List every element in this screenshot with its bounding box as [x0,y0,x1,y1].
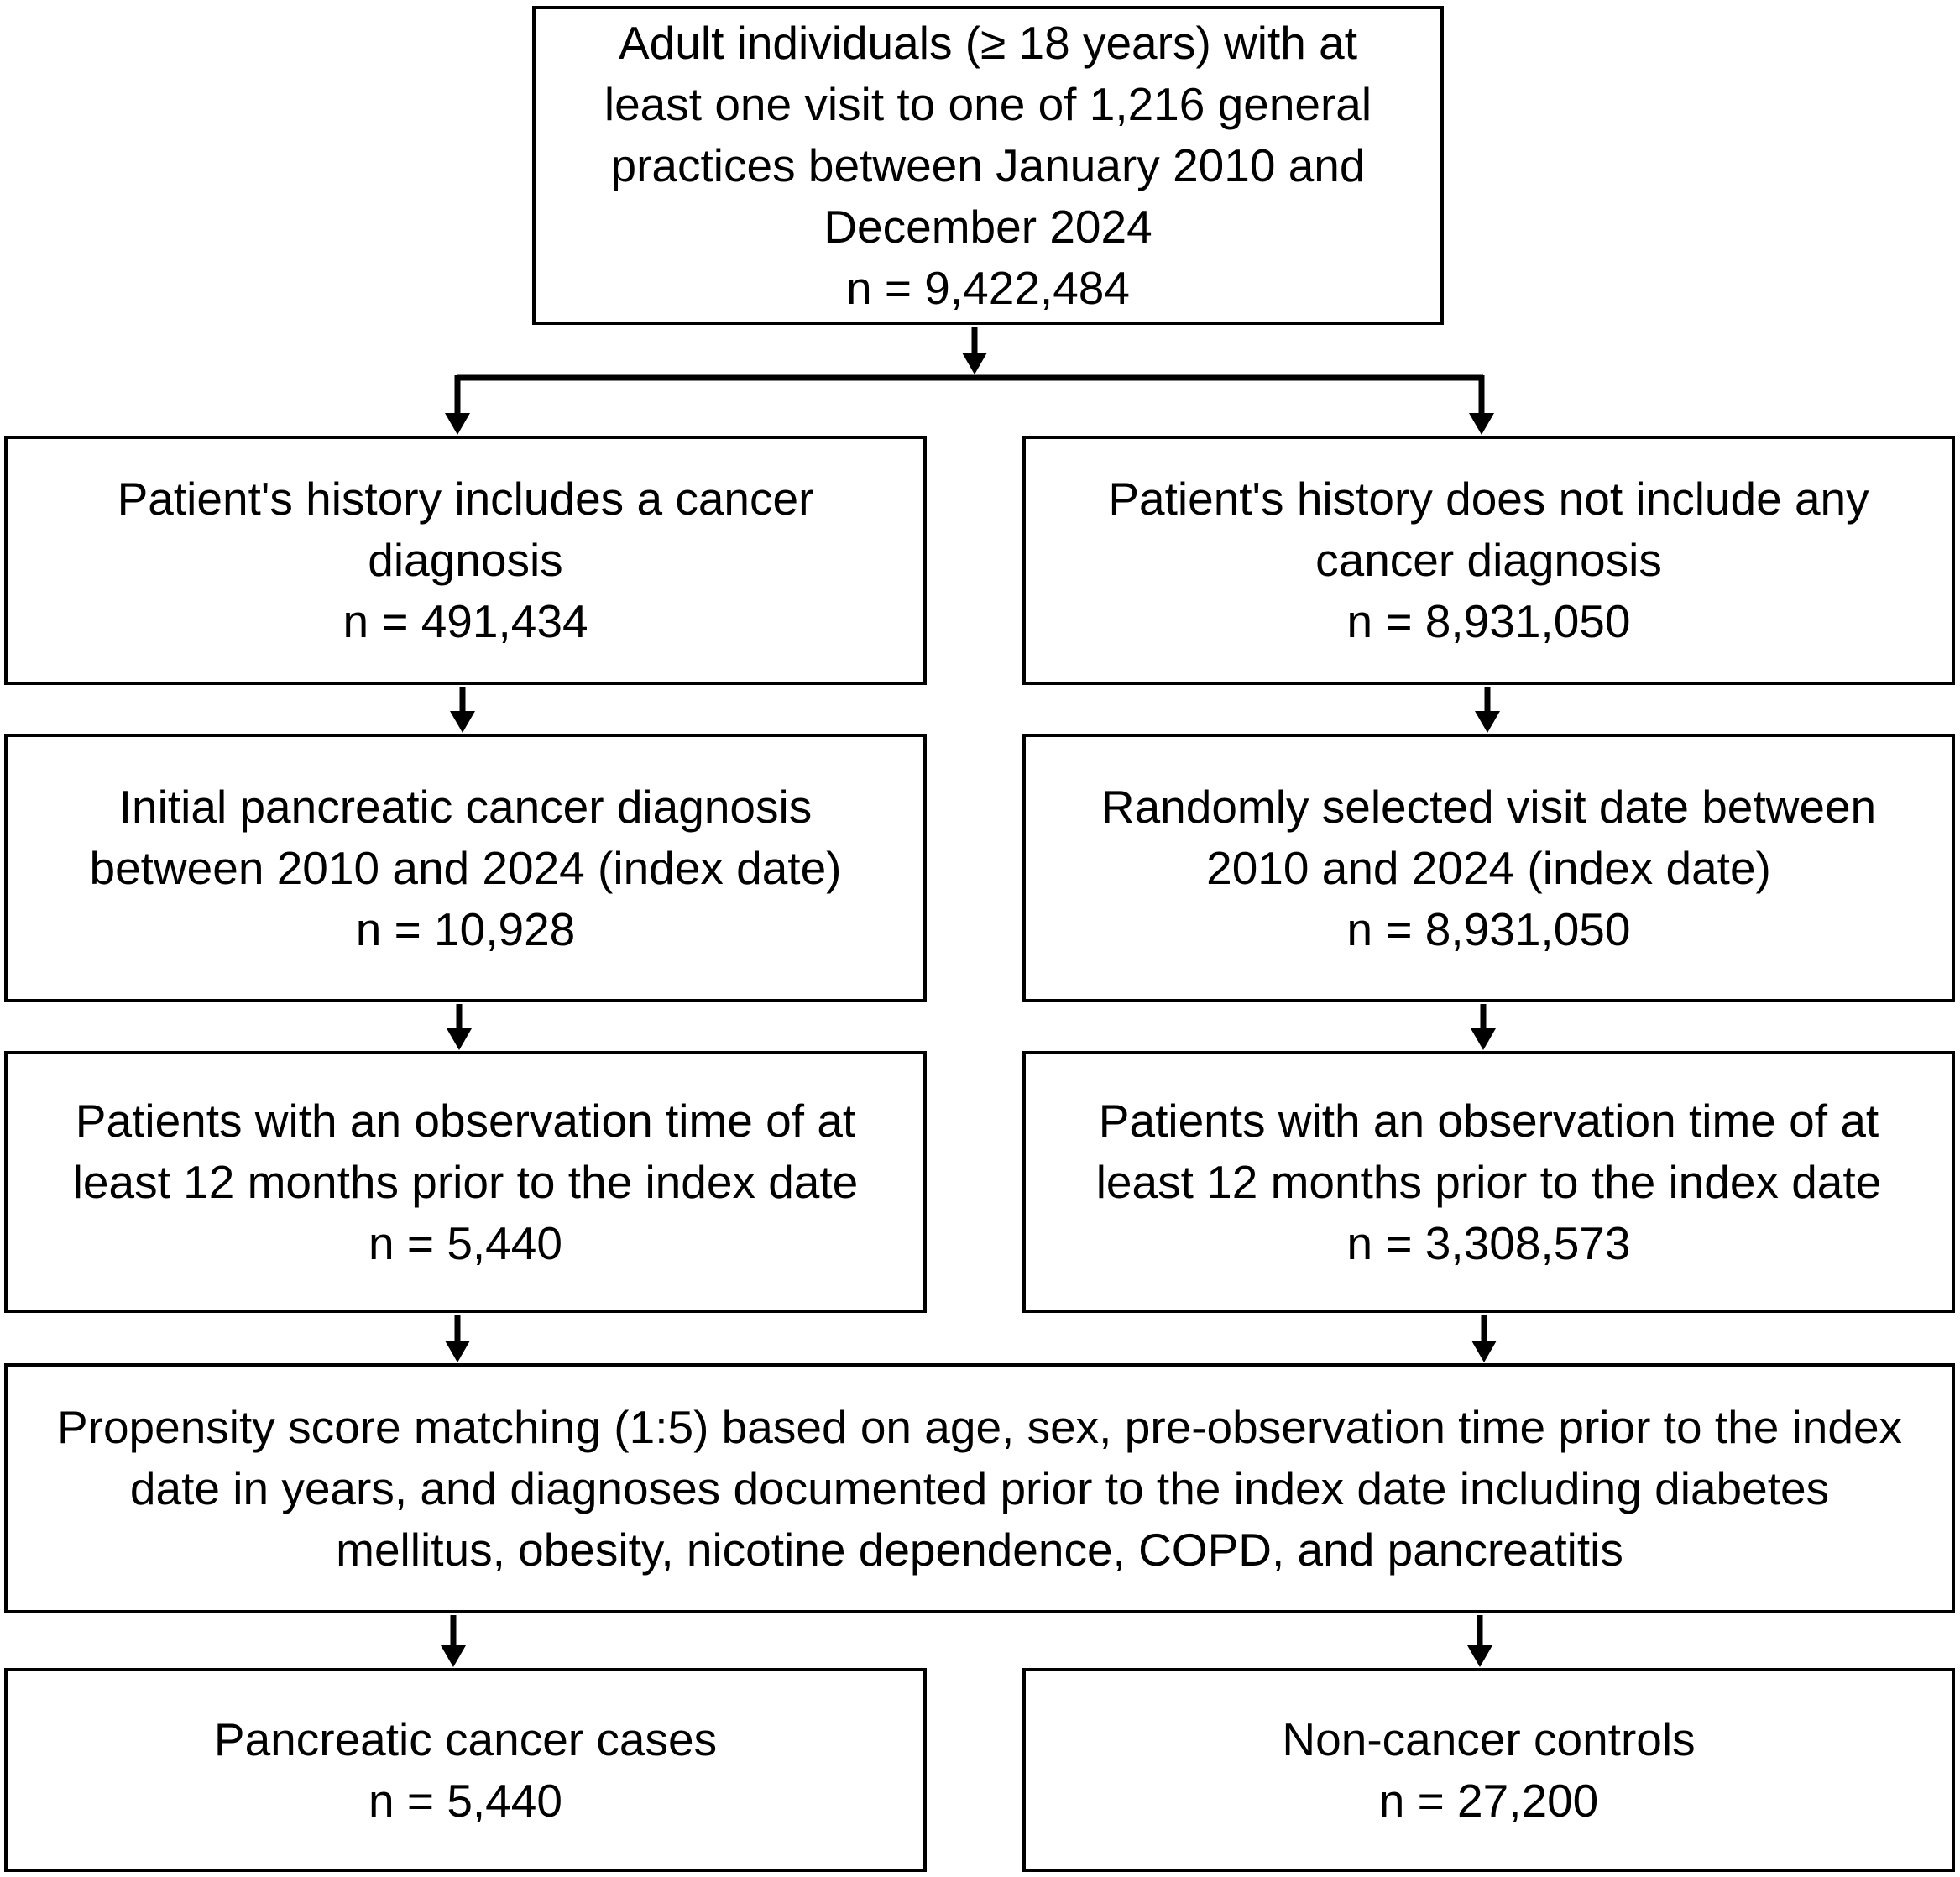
arrow-left-2-to-3-arrowhead [447,1028,472,1050]
box-line: Non-cancer controls [1282,1712,1696,1765]
box-count: n = 5,440 [368,1216,562,1269]
box-line: Pancreatic cancer cases [213,1712,718,1765]
box-line: Randomly selected visit date between [1100,780,1877,833]
arrow-split-to-right-arrowhead [1469,413,1494,435]
box-observation-controls: Patients with an observation time of at … [1022,1051,1955,1313]
box-count: n = 9,422,484 [846,261,1130,314]
box-pancreatic-cases: Pancreatic cancer cases n = 5,440 [4,1668,927,1872]
box-line: Propensity score matching (1:5) based on… [56,1400,1903,1453]
box-line: Adult individuals (≥ 18 years) with at [618,16,1358,69]
box-observation-cases: Patients with an observation time of at … [4,1051,927,1313]
box-line: Patients with an observation time of at [75,1094,856,1147]
box-count: n = 8,931,050 [1346,595,1631,647]
box-line: Initial pancreatic cancer diagnosis [118,780,813,833]
box-count: n = 27,200 [1378,1774,1599,1827]
box-line: least 12 months prior to the index date [1095,1155,1882,1208]
box-line: diagnosis [368,534,563,586]
box-line: least 12 months prior to the index date [72,1155,859,1208]
arrow-matching-to-cases-arrowhead [441,1645,466,1667]
arrow-split-to-left-arrowhead [445,413,470,435]
arrow-right-3-to-matching-arrowhead [1471,1341,1497,1362]
box-line: December 2024 [823,200,1152,253]
box-count: n = 491,434 [342,595,588,647]
box-line: least one visit to one of 1,216 general [604,77,1372,130]
arrow-right-2-to-3-arrowhead [1471,1028,1496,1050]
box-pancreatic-diagnosis: Initial pancreatic cancer diagnosis betw… [4,734,927,1002]
box-line: mellitus, obesity, nicotine dependence, … [336,1523,1623,1576]
box-line: Patient's history does not include any [1108,473,1869,525]
box-adult-individuals: Adult individuals (≥ 18 years) with at l… [532,6,1444,325]
arrow-left-1-to-2-arrowhead [450,711,475,733]
box-count: n = 8,931,050 [1346,902,1631,955]
box-cancer-history: Patient's history includes a cancer diag… [4,436,927,685]
arrow-top-to-split-arrowhead [962,353,987,374]
box-line: practices between January 2010 and [610,139,1366,191]
box-non-cancer-controls: Non-cancer controls n = 27,200 [1022,1668,1955,1872]
box-line: Patients with an observation time of at [1098,1094,1879,1147]
box-no-cancer-history: Patient's history does not include any c… [1022,436,1955,685]
box-random-visit-date: Randomly selected visit date between 201… [1022,734,1955,1002]
box-line: 2010 and 2024 (index date) [1206,841,1771,894]
arrow-left-3-to-matching-arrowhead [445,1341,470,1362]
arrow-right-1-to-2-arrowhead [1475,711,1500,733]
box-line: Patient's history includes a cancer [117,473,814,525]
box-line: date in years, and diagnoses documented … [129,1461,1830,1514]
box-line: between 2010 and 2024 (index date) [89,841,842,894]
box-count: n = 3,308,573 [1346,1216,1631,1269]
box-propensity-matching: Propensity score matching (1:5) based on… [4,1363,1955,1613]
box-line: cancer diagnosis [1315,534,1662,586]
box-count: n = 5,440 [368,1774,562,1827]
arrow-matching-to-controls-arrowhead [1467,1645,1492,1667]
box-count: n = 10,928 [355,902,576,955]
